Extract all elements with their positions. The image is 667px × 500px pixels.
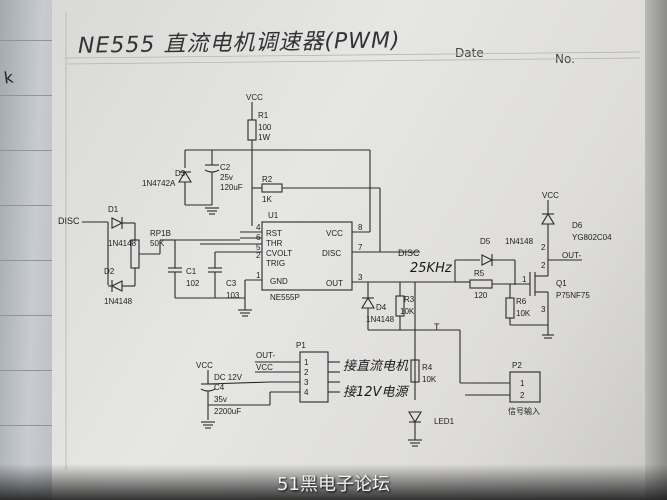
- d1-label: D1: [108, 205, 119, 214]
- r1-value: 100: [258, 123, 272, 132]
- disc-right-label: DISC: [398, 248, 420, 258]
- u1-pin-thr: THR: [266, 239, 283, 248]
- r2-label: R2: [262, 175, 273, 184]
- p2-note: 信号输入: [508, 406, 540, 416]
- watermark: 51黑电子论坛: [277, 474, 390, 495]
- c2-voltage: 25v: [220, 173, 233, 182]
- c4-label: C4: [214, 383, 225, 392]
- d4-value: 1N4148: [366, 315, 395, 324]
- r1-power: 1W: [258, 133, 270, 142]
- note-power: 接12V电源: [343, 385, 409, 400]
- led1-label: LED1: [434, 417, 455, 426]
- p1-out-minus-label: OUT-: [256, 351, 275, 360]
- r6-value: 10K: [516, 309, 531, 318]
- p1-label: P1: [296, 341, 306, 350]
- p2-label: P2: [512, 361, 522, 370]
- note-motor: 接直流电机: [343, 359, 409, 374]
- u1-pin-trig: TRIG: [266, 259, 285, 268]
- schematic-wires: [82, 102, 582, 447]
- p1-pin-2: 2: [304, 368, 309, 377]
- freq-note: 25KHz: [410, 261, 453, 276]
- c2-value: 120uF: [220, 183, 243, 192]
- pin-num-7: 7: [358, 243, 363, 252]
- u1-pin-disc: DISC: [322, 249, 341, 258]
- r5-value: 120: [474, 291, 488, 300]
- vcc-top-label: VCC: [246, 93, 263, 102]
- c4-dc-label: DC 12V: [214, 373, 243, 382]
- r5-label: R5: [474, 269, 485, 278]
- r4-value: 10K: [422, 375, 437, 384]
- d3-label: D3: [175, 169, 186, 178]
- vcc-c4-label: VCC: [196, 361, 213, 370]
- u1-pin-cvolt: CVOLT: [266, 249, 292, 258]
- d1-value: 1N4148: [108, 239, 137, 248]
- d4-label: D4: [376, 303, 387, 312]
- t-node-label: T: [434, 322, 440, 332]
- out-minus-right-label: OUT-: [562, 251, 581, 260]
- u1-pin-vcc: VCC: [326, 229, 343, 238]
- q1-pin-2: 2: [541, 261, 546, 270]
- d5-label: D5: [480, 237, 491, 246]
- pin-num-4: 4: [256, 223, 261, 232]
- c1-value: 102: [186, 279, 200, 288]
- r3-value: 10K: [400, 307, 415, 316]
- d6-value: YG802C04: [572, 233, 612, 242]
- u1-pin-out: OUT: [326, 279, 343, 288]
- c4-voltage: 35v: [214, 395, 227, 404]
- p1-pin-1: 1: [304, 358, 309, 367]
- d6-pin-2: 2: [541, 243, 546, 252]
- c2-label: C2: [220, 163, 231, 172]
- p1-vcc-label: VCC: [256, 363, 273, 372]
- d2-label: D2: [104, 267, 115, 276]
- d6-label: D6: [572, 221, 583, 230]
- bottom-shadow: [0, 464, 667, 500]
- right-page-edge: [645, 0, 667, 500]
- u1-part: NE555P: [270, 293, 300, 302]
- pin-num-1: 1: [256, 271, 261, 280]
- pin-num-3: 3: [358, 273, 363, 282]
- p1-pin-4: 4: [304, 388, 309, 397]
- rp1b-label: RP1B: [150, 229, 171, 238]
- pin-num-8: 8: [358, 223, 363, 232]
- c3-label: C3: [226, 279, 237, 288]
- u1-label: U1: [268, 211, 279, 220]
- c4-value: 2200uF: [214, 407, 241, 416]
- r2-value: 1K: [262, 195, 272, 204]
- u1-pin-gnd: GND: [270, 277, 288, 286]
- date-label: Date: [455, 46, 484, 60]
- d5-value: 1N4148: [505, 237, 534, 246]
- vcc-d6-label: VCC: [542, 191, 559, 200]
- disc-left-label: DISC: [58, 216, 80, 226]
- pin-num-6: 6: [256, 233, 261, 242]
- p1-pin-3: 3: [304, 378, 309, 387]
- pin-num-5: 5: [256, 243, 261, 252]
- pin-num-2: 2: [256, 251, 261, 260]
- p2-pin-2: 2: [520, 391, 525, 400]
- r1-label: R1: [258, 111, 269, 120]
- q1-pin-3: 3: [541, 305, 546, 314]
- r6-label: R6: [516, 297, 527, 306]
- p2-pin-1: 1: [520, 379, 525, 388]
- r3-label: R3: [404, 295, 415, 304]
- q1-value: P75NF75: [556, 291, 590, 300]
- u1-pin-rst: RST: [266, 229, 282, 238]
- c1-label: C1: [186, 267, 197, 276]
- r4-label: R4: [422, 363, 433, 372]
- q1-label: Q1: [556, 279, 567, 288]
- c3-value: 103: [226, 291, 240, 300]
- d2-value: 1N4148: [104, 297, 133, 306]
- rp1b-value: 50K: [150, 239, 165, 248]
- d3-value: 1N4742A: [142, 179, 176, 188]
- sheet-rules: [65, 12, 641, 470]
- q1-pin-1: 1: [522, 275, 527, 284]
